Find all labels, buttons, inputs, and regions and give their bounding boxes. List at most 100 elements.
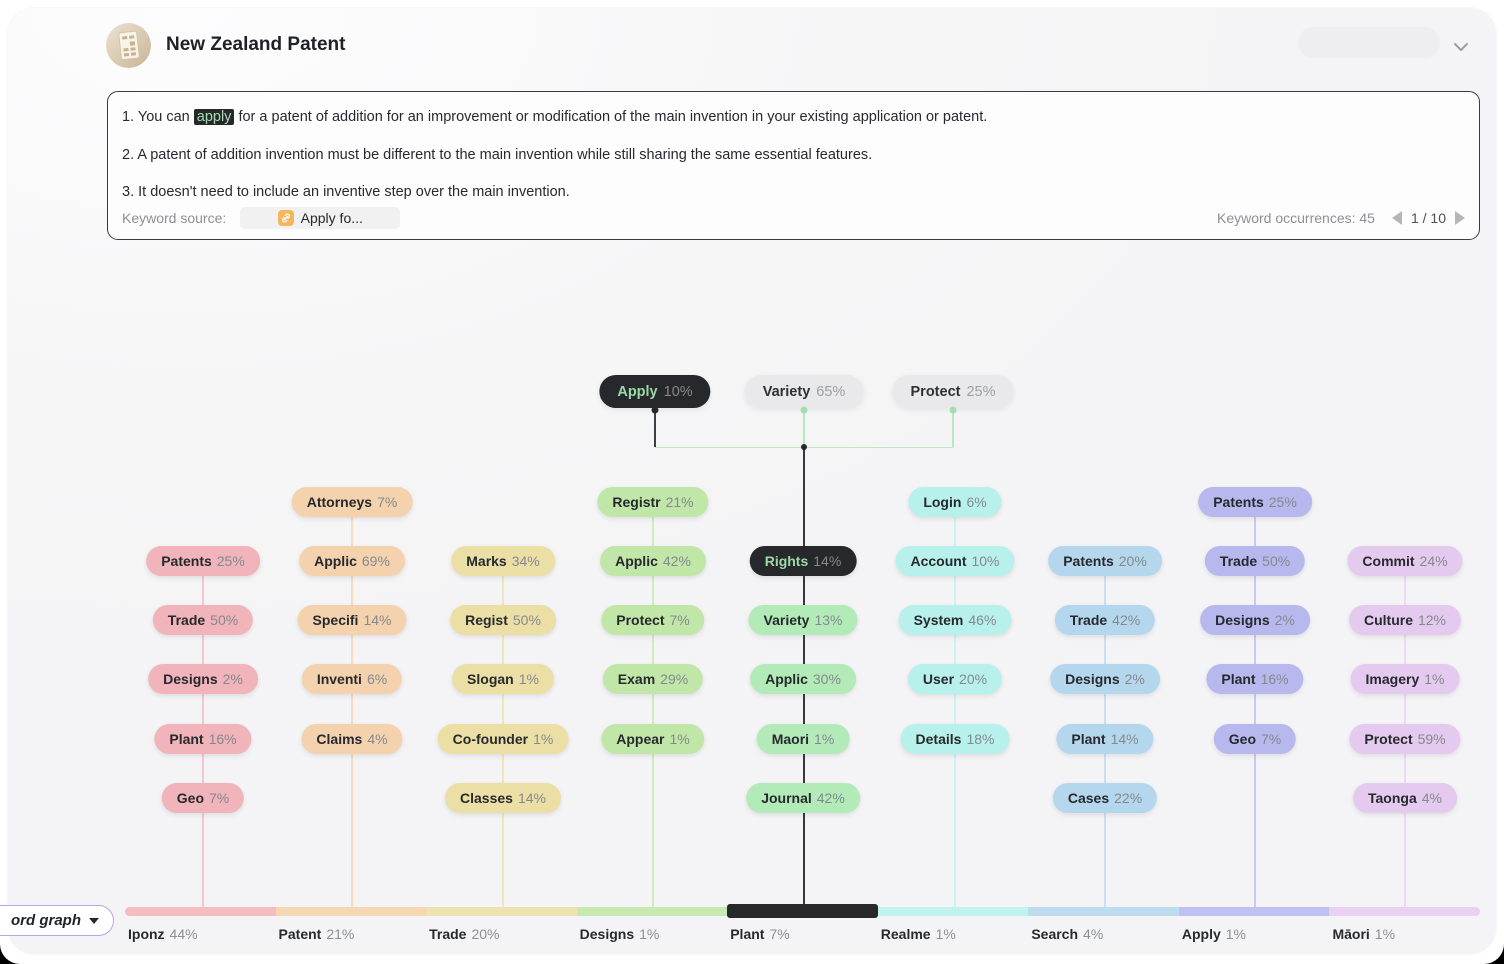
keyword-pill-percent: 16%: [1260, 671, 1289, 687]
occurrences-text: Keyword occurrences: 45: [1217, 210, 1375, 226]
keyword-pill-label: Registr: [612, 494, 661, 510]
collapse-button[interactable]: [1450, 36, 1472, 58]
axis-category-name: Trade: [429, 926, 467, 942]
keyword-pill-label: Patents: [161, 553, 212, 569]
keyword-pill-label: Exam: [617, 671, 656, 687]
keyword-pill-percent: 14%: [363, 612, 392, 628]
keyword-source-group: Keyword source: Apply fo...: [122, 207, 401, 229]
top-node-percent: 25%: [966, 383, 996, 400]
axis-segment-realme[interactable]: [877, 907, 1029, 916]
keyword-pill-percent: 24%: [1419, 553, 1448, 569]
keyword-pill-percent: 50%: [1262, 553, 1291, 569]
axis-segment-plant[interactable]: [727, 904, 879, 918]
axis-segment-maori[interactable]: [1329, 907, 1480, 916]
axis-segment-designs[interactable]: [576, 907, 728, 916]
axis-category-name: Māori: [1332, 926, 1370, 942]
axis-segment-patent[interactable]: [275, 907, 427, 916]
keyword-pill-label: Plant: [169, 731, 204, 747]
axis-segment-iponz[interactable]: [125, 907, 277, 916]
word-graph-toggle-button[interactable]: ord graph: [0, 905, 114, 936]
axis-segment-search[interactable]: [1028, 907, 1180, 916]
keyword-pill-label: Details: [915, 731, 962, 747]
source-file-chip[interactable]: Apply fo...: [240, 207, 401, 229]
keyword-pill-percent: 12%: [1417, 612, 1447, 628]
keyword-pill-label: Co-founder: [452, 731, 529, 747]
keyword-pill-percent: 20%: [1118, 553, 1147, 569]
keyword-pill-label: Applic: [615, 553, 658, 569]
triangle-down-icon: [89, 917, 99, 924]
keyword-pill-label: Designs: [1215, 612, 1270, 628]
connector-dot-variety: [800, 406, 808, 414]
keyword-pill-label: Variety: [763, 612, 810, 628]
next-page-button[interactable]: [1455, 211, 1465, 225]
keyword-pill-label: Cases: [1067, 790, 1110, 806]
avatar: [106, 23, 151, 68]
top-node-label: Apply: [617, 383, 658, 400]
keyword-pill-label: Protect: [1364, 731, 1413, 747]
info-footer: Keyword source: Apply fo... Keyword occu…: [122, 206, 1465, 230]
column-line-patent: [351, 502, 353, 911]
keyword-pill-percent: 25%: [1268, 494, 1297, 510]
keyword-pill-label: Designs: [1065, 671, 1120, 687]
prev-page-button[interactable]: [1391, 211, 1402, 225]
axis-segment-trade[interactable]: [426, 907, 578, 916]
keyword-pill-percent: 1%: [518, 671, 539, 687]
context-line-2: 2. A patent of addition invention must b…: [122, 144, 1463, 167]
keyword-pill-percent: 30%: [812, 671, 841, 687]
source-file-label: Apply fo...: [300, 210, 363, 226]
keyword-pill-percent: 25%: [216, 553, 245, 569]
axis-segment-apply[interactable]: [1178, 907, 1331, 916]
